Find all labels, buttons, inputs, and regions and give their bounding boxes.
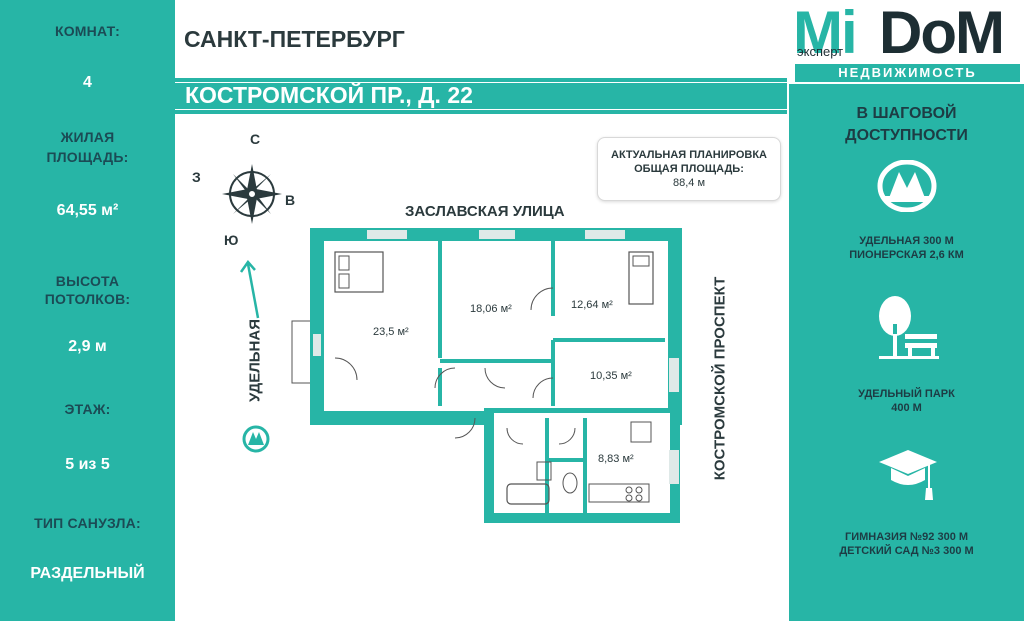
school-line-2: ДЕТСКИЙ САД №3 300 М [839, 545, 974, 557]
area-title-2: ОБЩАЯ ПЛОЩАДЬ: [634, 163, 744, 175]
metro-small-icon [242, 425, 270, 453]
logo-realty: НЕДВИЖИМОСТЬ [795, 64, 1020, 82]
right-nearby-panel: В ШАГОВОЙ ДОСТУПНОСТИ УДЕЛЬНАЯ 300 М ПИО… [789, 84, 1024, 621]
street-top-label: ЗАСЛАВСКАЯ УЛИЦА [405, 203, 565, 220]
tree-bench-icon [879, 296, 939, 359]
compass-icon [222, 164, 282, 224]
area-value: 88,4 м [672, 177, 706, 189]
living-area-label-1: ЖИЛАЯ [60, 129, 115, 145]
graduation-cap-icon [879, 450, 937, 500]
floor-value: 5 из 5 [65, 456, 110, 473]
room-5-area: 8,83 м² [598, 453, 634, 465]
address-bar: КОСТРОМСКОЙ ПР., Д. 22 [175, 78, 787, 114]
compass-north: С [250, 131, 261, 147]
metro-line-2: ПИОНЕРСКАЯ 2,6 КМ [849, 249, 964, 261]
ceiling-height-label-2: ПОТОЛКОВ: [44, 291, 131, 307]
park-line-1: УДЕЛЬНЫЙ ПАРК [858, 388, 955, 400]
street-right-label: КОСТРОМСКОЙ ПРОСПЕКТ [711, 276, 729, 481]
ceiling-height-label-1: ВЫСОТА [55, 273, 120, 289]
room-4-area: 10,35 м² [590, 370, 632, 382]
park-line-2: 400 М [891, 402, 922, 414]
city-title: САНКТ-ПЕТЕРБУРГ [184, 26, 405, 52]
metro-line-1: УДЕЛЬНАЯ 300 М [859, 235, 954, 247]
compass-west: З [192, 169, 201, 185]
metro-udelnaya-label: УДЕЛЬНАЯ [246, 319, 264, 403]
nearby-title-1: В ШАГОВОЙ [856, 105, 957, 122]
bathroom-type-label: ТИП САНУЗЛА: [34, 515, 141, 531]
compass-east: В [285, 192, 296, 208]
rooms-label: КОМНАТ: [54, 23, 121, 39]
rooms-value: 4 [83, 74, 92, 91]
area-title-1: АКТУАЛЬНАЯ ПЛАНИРОВКА [611, 149, 767, 161]
logo-expert: эксперт [797, 44, 844, 59]
nearby-title-2: ДОСТУПНОСТИ [845, 127, 968, 144]
room-2-area: 18,06 м² [470, 303, 512, 315]
metro-icon [877, 160, 937, 212]
logo-mi: Mi [793, 0, 858, 66]
floor-plan [291, 228, 682, 523]
ceiling-height-value: 2,9 м [68, 338, 107, 355]
school-line-1: ГИМНАЗИЯ №92 300 М [844, 531, 969, 543]
logo-dom: DoM [879, 0, 1005, 66]
living-area-value: 64,55 м² [56, 202, 119, 219]
compass-south: Ю [224, 232, 239, 248]
midom-logo: Mi DoM эксперт НЕДВИЖИМОСТЬ [789, 0, 1024, 84]
room-1-area: 23,5 м² [373, 326, 409, 338]
bathroom-type-value: РАЗДЕЛЬНЫЙ [30, 565, 145, 582]
left-info-panel: КОМНАТ: 4 ЖИЛАЯ ПЛОЩАДЬ: 64,55 м² ВЫСОТА… [0, 0, 175, 621]
room-3-area: 12,64 м² [571, 299, 613, 311]
total-area-box: АКТУАЛЬНАЯ ПЛАНИРОВКА ОБЩАЯ ПЛОЩАДЬ: 88,… [597, 137, 781, 201]
living-area-label-2: ПЛОЩАДЬ: [46, 149, 129, 165]
direction-arrow-icon [239, 260, 260, 319]
address-text: КОСТРОМСКОЙ ПР., Д. 22 [185, 82, 473, 108]
floor-label: ЭТАЖ: [64, 401, 111, 417]
